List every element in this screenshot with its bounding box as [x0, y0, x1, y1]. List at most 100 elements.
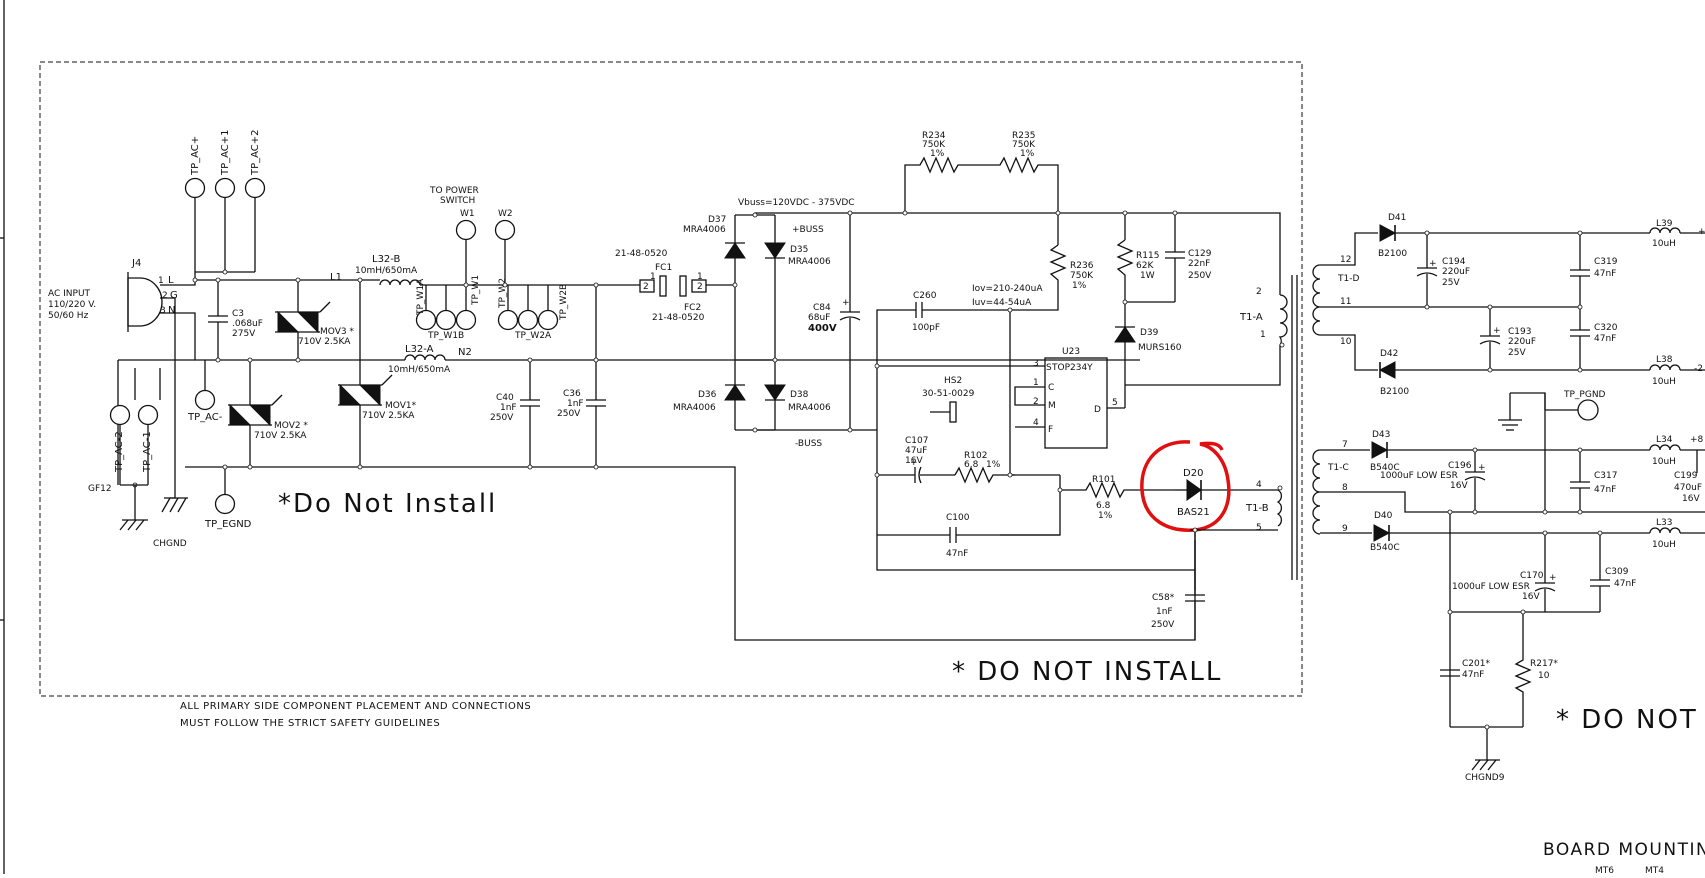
secondary-t1-c: T1-C 7 8 9 [1312, 440, 1349, 535]
svg-text:N: N [168, 305, 175, 316]
svg-text:2: 2 [697, 282, 703, 292]
svg-text:220uF: 220uF [1442, 267, 1470, 277]
svg-text:22nF: 22nF [1188, 259, 1210, 269]
capacitor-c201: C201* 47nF [1440, 659, 1490, 680]
svg-text:25V: 25V [1442, 278, 1460, 288]
svg-text:+: + [910, 458, 918, 468]
svg-text:L32-A: L32-A [405, 344, 434, 355]
svg-text:FC2: FC2 [684, 303, 701, 313]
svg-text:16V: 16V [1682, 494, 1700, 504]
red-annotation-circle [1140, 440, 1231, 532]
svg-text:1: 1 [1260, 330, 1266, 340]
tp-ac-plus-circle [184, 177, 206, 199]
safety-note-line2: MUST FOLLOW THE STRICT SAFETY GUIDELINES [180, 718, 440, 729]
svg-text:7: 7 [1342, 440, 1348, 450]
svg-text:C199: C199 [1674, 471, 1698, 481]
svg-text:J4: J4 [131, 258, 141, 269]
svg-text:750K: 750K [1070, 271, 1094, 281]
svg-text:MRA4006: MRA4006 [788, 257, 831, 267]
svg-text:2: 2 [1033, 397, 1039, 407]
resistors-r234-r235: R234 750K 1% R235 750K 1% [904, 131, 1059, 245]
svg-text:1nF: 1nF [567, 399, 584, 409]
varistor-mov1: MOV1* 710V 2.5KA [338, 280, 417, 467]
inductor-l33: L33 10uH [1649, 518, 1705, 550]
svg-text:D43: D43 [1372, 430, 1390, 440]
svg-text:1W: 1W [1140, 271, 1155, 281]
svg-text:F: F [1048, 425, 1053, 435]
do-not-install-main: * DO NOT INSTALL [952, 657, 1222, 687]
svg-text:2: 2 [643, 282, 649, 292]
svg-text:C317: C317 [1594, 471, 1617, 481]
bridge-rectifier: D37 MRA4006 D35 MRA4006 D36 MRA4006 D38 … [673, 214, 831, 431]
svg-text:GF12: GF12 [88, 484, 112, 494]
svg-text:1: 1 [697, 272, 703, 282]
svg-text:100pF: 100pF [912, 323, 940, 333]
svg-text:TO POWER: TO POWER [429, 186, 479, 196]
svg-text:250V: 250V [490, 413, 514, 423]
svg-text:L38: L38 [1656, 355, 1673, 365]
svg-text:C84: C84 [813, 303, 831, 313]
capacitor-c309: C309 47nF [1590, 533, 1636, 612]
svg-text:1nF: 1nF [1156, 607, 1173, 617]
svg-text:5: 5 [1112, 398, 1118, 408]
svg-text:+: + [842, 298, 850, 308]
svg-text:+: + [1493, 326, 1501, 336]
capacitor-c170: + C170 1000uF LOW ESR 16V [1452, 533, 1557, 612]
svg-text:M: M [1048, 401, 1056, 411]
svg-text:L1: L1 [330, 272, 342, 283]
svg-text:TP_PGND: TP_PGND [1563, 390, 1606, 400]
svg-text:8: 8 [1342, 483, 1348, 493]
svg-text:C194: C194 [1442, 257, 1466, 267]
testpoint-w2: W2 TP_W2 TP_W2B TP_W2A [494, 209, 569, 341]
svg-text:1: 1 [650, 272, 656, 282]
svg-text:12: 12 [1340, 255, 1351, 265]
svg-text:TP_AC+2: TP_AC+2 [250, 129, 261, 176]
svg-text:C201*: C201* [1462, 659, 1490, 669]
svg-text:L32-B: L32-B [372, 254, 401, 265]
svg-text:21-48-0520: 21-48-0520 [615, 249, 668, 259]
svg-text:R234: R234 [922, 131, 946, 141]
svg-text:1000uF LOW ESR: 1000uF LOW ESR [1452, 582, 1530, 592]
svg-text:TP_AC+: TP_AC+ [190, 136, 201, 176]
capacitor-c260: C260 100pF Iov=210-240uA Iuv=44-54uA [876, 284, 1043, 430]
svg-text:C170: C170 [1520, 571, 1544, 581]
svg-text:220uF: 220uF [1508, 337, 1536, 347]
tp-ac-plus-group: TP_AC+ TP_AC+1 TP_AC+2 [184, 129, 266, 280]
svg-text:5: 5 [1256, 523, 1262, 533]
resistor-r217: R217* 10 [1514, 612, 1558, 727]
svg-text:T1-C: T1-C [1327, 463, 1349, 473]
svg-text:275V: 275V [232, 329, 256, 339]
svg-text:B540C: B540C [1370, 543, 1400, 553]
svg-text:10uH: 10uH [1652, 457, 1676, 467]
inductor-l34: L34 10uH +8 [1649, 435, 1705, 467]
inductor-l32-a: L32-A 10mH/650mA N2 [388, 344, 472, 375]
safety-note-line1: ALL PRIMARY SIDE COMPONENT PLACEMENT AND… [180, 701, 531, 712]
svg-text:R101: R101 [1092, 475, 1115, 485]
capacitor-c194: + C194 220uF 25V [1416, 233, 1470, 307]
svg-text:U23: U23 [1062, 347, 1080, 357]
svg-text:1000uF LOW ESR: 1000uF LOW ESR [1380, 471, 1458, 481]
svg-text:1%: 1% [986, 460, 1001, 470]
svg-text:C107: C107 [905, 436, 928, 446]
svg-text:TP_W2A: TP_W2A [514, 331, 552, 341]
svg-text:47nF: 47nF [1594, 334, 1616, 344]
svg-text:L34: L34 [1656, 435, 1673, 445]
svg-text:250V: 250V [1151, 620, 1175, 630]
svg-text:47nF: 47nF [946, 549, 968, 559]
svg-text:10uH: 10uH [1652, 239, 1676, 249]
svg-text:+: + [1698, 227, 1705, 237]
capacitor-c317: C317 47nF [1570, 450, 1617, 512]
svg-text:L: L [168, 275, 174, 286]
svg-text:C319: C319 [1594, 257, 1618, 267]
snubber-r115-c129-d39: R115 62K 1W C129 22nF 250V D39 MURS160 [1114, 213, 1212, 385]
svg-text:C3: C3 [232, 309, 244, 319]
svg-text:TP_W2B: TP_W2B [559, 284, 569, 321]
svg-text:-BUSS: -BUSS [795, 439, 822, 449]
capacitor-c107-resistor-r102: + C107 47uF 16V R102 6.8 1% [876, 430, 1010, 484]
capacitor-c58: C58* 1nF 250V [1151, 593, 1175, 630]
svg-text:1: 1 [1033, 378, 1039, 388]
svg-text:68uF: 68uF [808, 313, 830, 323]
svg-text:AC INPUT: AC INPUT [48, 289, 91, 299]
